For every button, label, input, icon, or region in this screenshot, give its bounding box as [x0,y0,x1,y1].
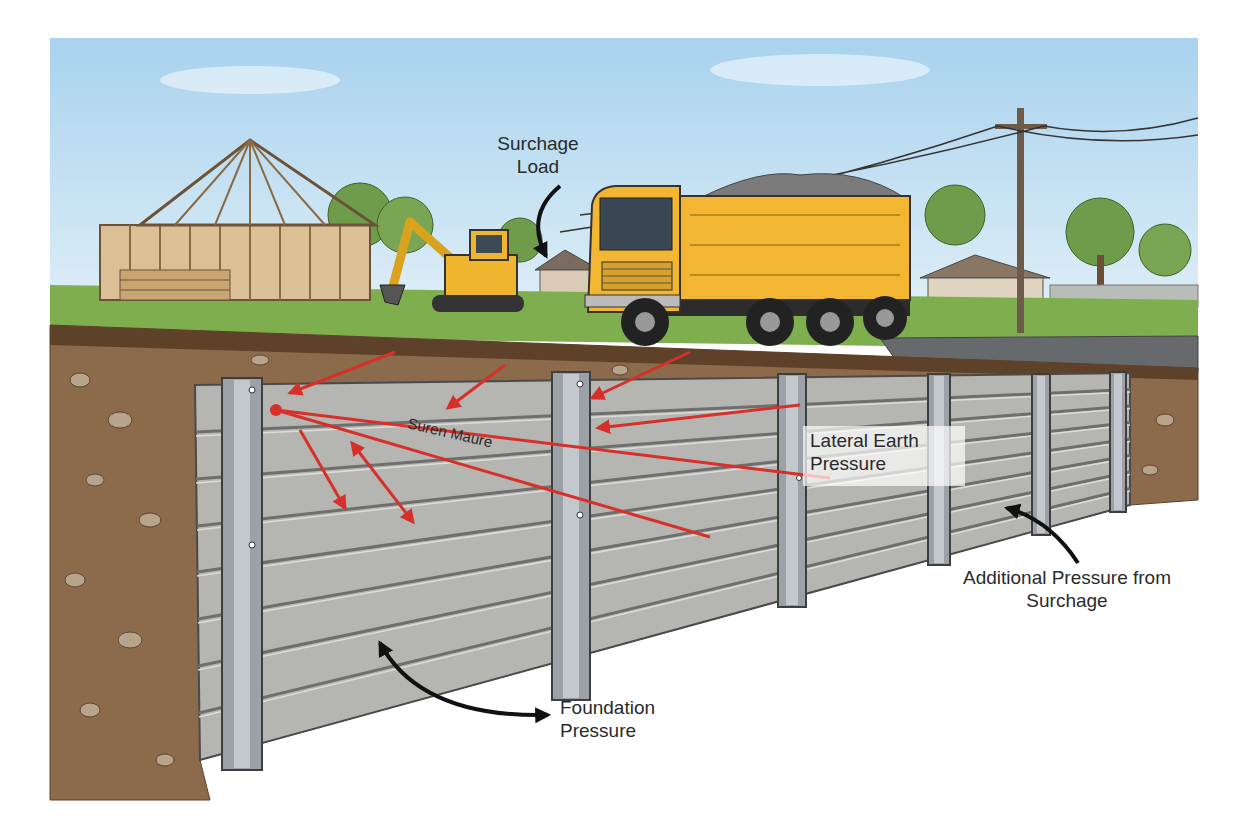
truss-members [175,140,325,225]
line-label: Suren Maure [390,411,511,456]
surcharge-arrow [592,352,690,398]
rock [108,412,132,428]
post-web [1037,376,1045,533]
pressure-arrow [300,430,345,508]
bolt [249,387,255,393]
pressure-line [276,410,830,478]
rock [86,474,104,486]
panel-highlight [196,392,1130,436]
callout-label: Surchage Load [478,133,598,179]
house-wall [540,270,595,295]
panel-joint [196,406,1130,479]
pressure-arrow [352,443,413,522]
truck-windshield [600,198,672,250]
wall-panels [195,373,1130,760]
rock [70,373,90,387]
callout-arrow [538,186,560,256]
post-web [1114,374,1122,510]
rock [65,573,85,587]
soil [50,325,1198,800]
house-frame-wall [100,225,370,300]
callout-arrow [380,643,548,715]
power-pole [1017,108,1024,333]
rock [1142,465,1158,475]
post-web [786,376,798,605]
truck-wheel [621,298,669,346]
truck-bed [680,196,910,300]
post-web [563,374,579,698]
cloud [160,66,340,94]
wheel-hub [820,312,840,332]
truck-cab [588,186,680,312]
callout-label: Additional Pressure from Surchage [962,567,1172,613]
rock [139,513,161,527]
panel-highlights [196,392,1130,717]
panel-highlight [197,442,1130,577]
excavator-bucket [380,285,405,305]
excavator-window [476,235,502,253]
wheel-hub [876,309,894,327]
excavator-track [432,295,524,312]
panel-joint [196,390,1130,433]
rock [156,754,174,766]
surcharge-arrow [598,405,800,428]
steel-post [1032,374,1050,535]
panel-joints [196,390,1130,714]
bed-ribs [690,215,900,275]
truck-wheel [746,298,794,346]
post-web [234,380,250,768]
steel-post [222,378,262,770]
surcharge-arrow [290,352,395,393]
truck-wheel [863,296,907,340]
lumber-stack [120,270,230,300]
rock [118,632,142,648]
bolt [577,381,583,387]
rock [612,365,628,375]
wheel-hub [635,312,655,332]
rock [80,703,100,717]
rock [251,355,269,365]
steel-post [1110,372,1126,512]
excavator-cab [470,230,508,260]
excavator-body [445,255,517,297]
callout-label: Foundation Pressure [560,697,695,743]
tree [1139,224,1191,276]
pressure-arrows [276,352,830,537]
panel-joint [198,456,1130,620]
bolt [577,512,583,518]
grille-bars [602,269,672,283]
rock [1156,414,1174,426]
truck-grille [602,262,672,290]
label-backdrop [803,426,965,486]
panel-highlight [198,458,1130,623]
pressure-line [276,410,710,537]
sky [50,38,1198,338]
house-roof [920,255,1050,278]
callout-label: Lateral Earth Pressure [810,430,965,476]
callout-arrow [1007,508,1078,563]
truck-wheel [806,298,854,346]
steel-post [552,372,590,700]
panel-joint [197,423,1130,527]
surcharge-arrow [448,365,505,408]
bolt [249,542,255,548]
bolt [797,476,802,481]
steel-post [778,374,806,607]
lumber-lines [120,280,230,290]
panel-highlight [197,425,1130,530]
roof-truss [140,140,375,225]
gravel-load [700,174,905,198]
wheel-hub [760,312,780,332]
cloud [710,54,930,86]
tree [925,185,985,245]
load-point [270,404,282,416]
